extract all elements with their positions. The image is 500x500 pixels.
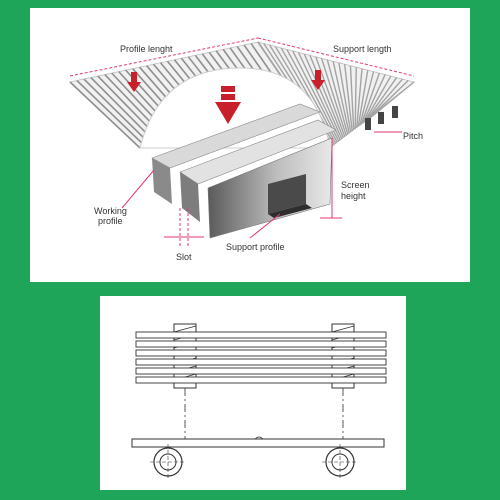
wire-bar [135,367,387,375]
deck-bar [355,68,363,129]
top-diagram-panel: Profile lenght Support length Pitch Scre… [30,8,470,282]
deck-bar [360,72,380,125]
deck-bar [303,53,343,140]
deck-bar [354,67,357,130]
deck-bar [343,64,353,132]
wire-bar [135,331,387,339]
label-pitch: Pitch [403,131,423,141]
label-working-profile-1: Working [94,206,127,216]
deck-bar [76,79,148,149]
wire-bars [135,331,387,384]
down-arrow-icon [311,70,325,90]
label-support-profile: Support profile [226,242,285,252]
wire-bar [135,376,387,384]
deck-bar [332,61,350,134]
screen-height-dimension [320,138,342,219]
label-screen-height-1: Screen [341,180,370,190]
label-working-profile-2: profile [98,216,123,226]
support-bar [131,436,385,448]
deck-bar [326,59,349,135]
bottom-diagram-panel [100,296,406,490]
wire-bar [135,340,387,348]
wire-bar [135,349,387,357]
profile-length-dimension [69,37,259,77]
deck-bar [369,81,415,119]
magnified-bar-side [180,172,200,222]
deck-bar [357,70,369,128]
deck-bar [349,65,355,131]
deck-bar [363,75,392,123]
magnified-bar-side [152,158,172,204]
technical-drawing [131,323,387,480]
deck-bar [368,80,409,120]
deck-bar [361,74,386,124]
wire-bar [135,358,387,366]
label-screen-height-2: height [341,191,366,201]
label-support-length: Support length [333,44,392,54]
right-support-rod [322,444,358,480]
deck-bar [364,77,398,122]
left-support-rod [150,444,186,480]
deck-bar [358,71,375,126]
support-length-dimension [257,37,415,77]
deck-bar [366,78,403,121]
deck-bar [83,78,155,149]
down-arrow-icon [127,72,141,92]
deck-bar [292,50,340,142]
deck-bar [320,58,347,136]
side-supports [365,106,402,133]
slot-dimension [164,208,204,248]
deck-bar [309,55,344,139]
label-slot: Slot [176,252,192,262]
down-arrow-icon [215,86,241,124]
deck-bar [69,81,141,149]
wedge-wire-screen-diagram: Profile lenght Support length Pitch Scre… [69,37,423,262]
deck-bar [297,52,342,141]
deck-bar [338,62,352,133]
label-profile-length: Profile lenght [120,44,173,54]
support-profile-block [268,174,306,214]
